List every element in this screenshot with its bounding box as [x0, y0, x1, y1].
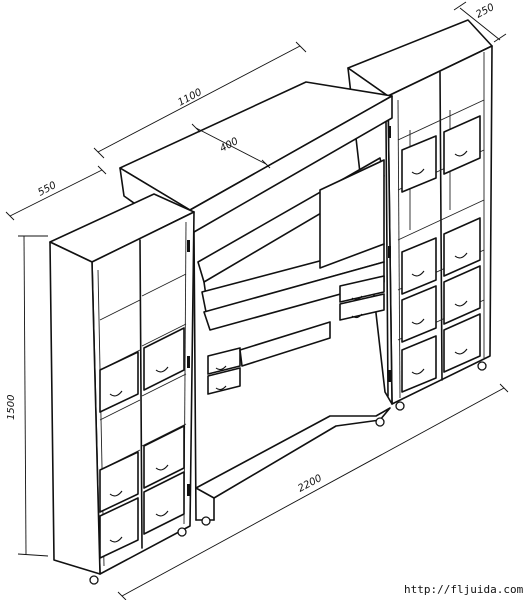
dim-label-width-middle: 1100 — [176, 87, 204, 109]
watermark-url: http://fljuida.com — [404, 583, 523, 596]
furniture-drawing — [49, 19, 493, 585]
dim-label-depth-right: 250 — [474, 2, 496, 21]
dim-label-height: 1500 — [6, 395, 17, 420]
right-cabinet — [347, 19, 493, 411]
left-cabinet — [49, 193, 195, 585]
dim-label-total-width: 2200 — [296, 473, 324, 495]
hinges — [187, 126, 391, 496]
dim-label-depth-left: 550 — [36, 180, 58, 199]
left-drawers — [99, 327, 185, 559]
right-drawers — [401, 115, 481, 393]
dimensions — [5, 1, 509, 600]
desk-drawers — [207, 275, 385, 395]
